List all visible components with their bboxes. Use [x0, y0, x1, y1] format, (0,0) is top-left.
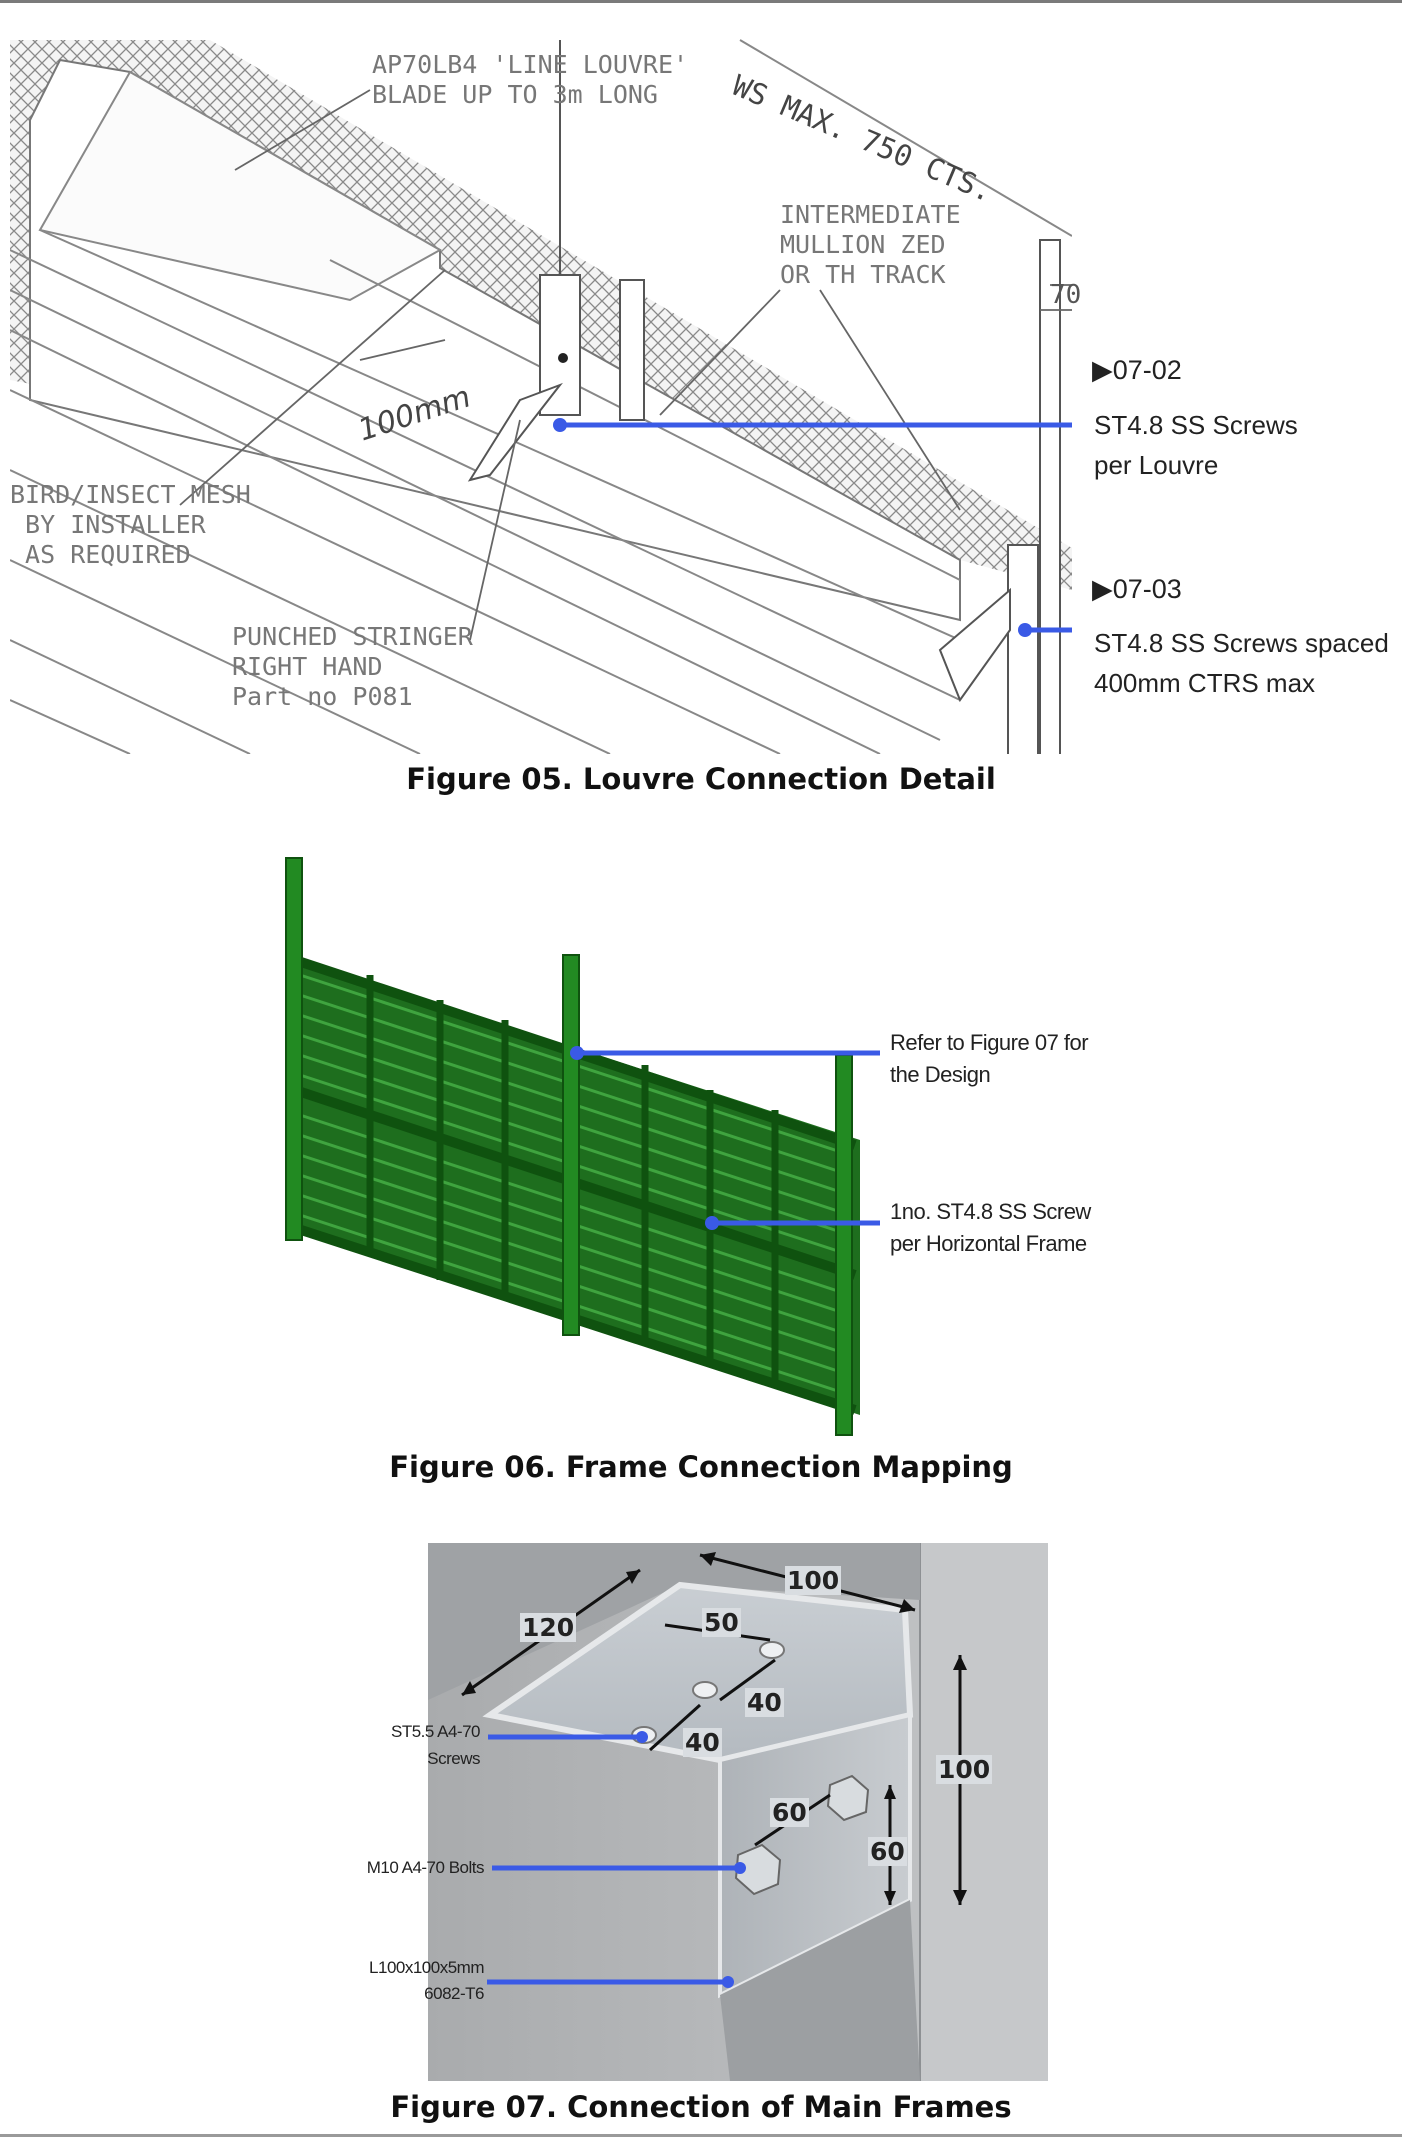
figure-06-caption: Figure 06. Frame Connection Mapping — [389, 1450, 1013, 1484]
callout-angle-line2: 6082-T6 — [424, 1984, 484, 2003]
callout-bolts: M10 A4-70 Bolts — [366, 1858, 485, 1877]
dim-40-a: 40 — [745, 1688, 784, 1717]
fig06-callout-1-line1: Refer to Figure 07 for — [890, 1030, 1089, 1055]
dim-100-top: 100 — [785, 1566, 842, 1595]
blade-label: AP70LB4 'LINE LOUVRE' BLADE UP TO 3m LON… — [372, 50, 689, 109]
callout-07-02-line1: ST4.8 SS Screws — [1094, 410, 1298, 440]
figure-05-caption: Figure 05. Louvre Connection Detail — [406, 762, 996, 796]
fig07-callout-lines — [487, 1731, 746, 1988]
callout-07-02-line2: per Louvre — [1094, 450, 1219, 480]
dim-50: 50 — [702, 1608, 741, 1637]
callout-07-02-ref: ▶07-02 — [1092, 355, 1182, 385]
bolt-heads — [734, 1774, 870, 1896]
dim-120: 120 — [520, 1613, 577, 1642]
stringer-label: PUNCHED STRINGER RIGHT HAND Part no P081 — [232, 622, 473, 711]
fig06-callout-2-line1: 1no. ST4.8 SS Screw — [890, 1199, 1091, 1224]
fig06-callout-2-line2: per Horizontal Frame — [890, 1231, 1087, 1256]
mullion-label: INTERMEDIATE MULLION ZED OR TH TRACK — [780, 200, 961, 289]
callout-07-03-ref: ▶07-03 — [1092, 574, 1182, 604]
dim-100-side: 100 — [936, 1755, 993, 1784]
fig06-callout-1-line2: the Design — [890, 1062, 991, 1087]
dim-60-a: 60 — [770, 1798, 809, 1827]
angle-horizontal-leg — [482, 1581, 914, 1764]
callout-angle-line1: L100x100x5mm — [369, 1958, 484, 1977]
figure-07-caption: Figure 07. Connection of Main Frames — [390, 2090, 1012, 2124]
callout-07-03-line2: 400mm CTRS max — [1094, 668, 1316, 698]
dim-70: 70 — [1050, 280, 1082, 310]
callout-screws-line2: Screws — [427, 1749, 480, 1768]
dim-60-b: 60 — [868, 1837, 907, 1866]
top-border — [0, 0, 1402, 3]
fig06-callout-lines — [570, 1046, 880, 1230]
mesh-label: BIRD/INSECT MESH BY INSTALLER AS REQUIRE… — [10, 480, 251, 569]
callout-07-03-line1: ST4.8 SS Screws spaced — [1094, 628, 1389, 658]
bottom-border — [0, 2134, 1402, 2137]
green-louvre-frame — [285, 857, 860, 1436]
callout-screws-line1: ST5.5 A4-70 — [390, 1722, 481, 1741]
fig05-callout-lines — [553, 418, 1072, 637]
dim-40-b: 40 — [683, 1728, 722, 1757]
